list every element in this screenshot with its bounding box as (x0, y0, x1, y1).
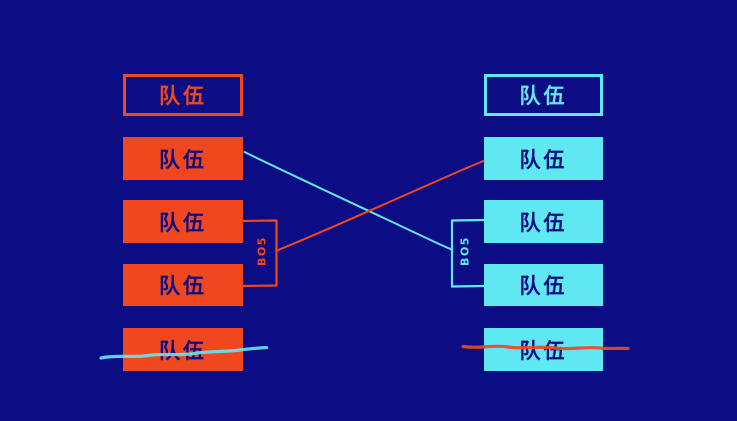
left-team-2-box: 队伍 (123, 200, 243, 243)
right-team-1-box: 队伍 (484, 137, 603, 180)
left-team-1-box: 队伍 (123, 137, 243, 180)
advance-line-left-team1-to-right-bracket (243, 151, 453, 251)
advance-line-left-bracket-to-right-team1 (276, 160, 485, 252)
right-team-4-box-eliminated: 队伍 (484, 328, 603, 371)
left-bo5-label: BO5 (255, 236, 269, 266)
left-team-4-box-eliminated: 队伍 (123, 328, 243, 371)
left-header-box: 队伍 (123, 74, 243, 116)
right-team-3-box: 队伍 (484, 264, 603, 306)
right-header-box: 队伍 (484, 74, 603, 116)
left-team-3-box: 队伍 (123, 264, 243, 306)
right-bo5-label: BO5 (458, 236, 472, 266)
right-team-2-box: 队伍 (484, 200, 603, 243)
